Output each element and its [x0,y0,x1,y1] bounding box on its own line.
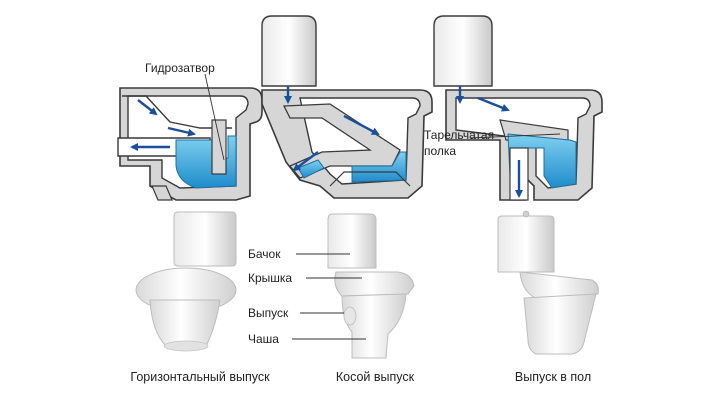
caption-floor: Выпуск в пол [515,370,591,384]
horizontal-flow-arrow-2 [167,126,196,137]
horizontal-toilet-pedestal [149,299,221,347]
floor-toilet-bowl [523,293,597,355]
water-seal-label: Гидрозатвор [145,61,215,75]
floor-toilet-tank [497,215,555,273]
toilet-oblique: Бачок Крышка Выпуск Чаша [248,213,415,359]
lid-label: Крышка [248,271,292,285]
oblique-tank [261,15,317,87]
outlet-label: Выпуск [248,306,289,320]
horizontal-water [175,135,237,189]
water-seal-leader [204,73,225,161]
floor-tank [433,15,493,87]
horizontal-trap-wall [211,119,227,175]
section-oblique-outlet [261,15,433,199]
oblique-flow-arrow-2 [343,114,380,136]
horizontal-foot [151,185,173,201]
toilet-floor [497,210,599,355]
shelf-label-line2: полка [424,144,456,158]
floor-toilet-button [522,210,530,218]
horizontal-toilet-foot [163,340,209,352]
floor-toilet-lid [519,271,599,301]
oblique-water-outlet [297,159,325,179]
oblique-water [351,151,407,183]
oblique-toilet-bowl [341,293,407,359]
oblique-toilet-outlet [343,306,357,326]
section-horizontal-outlet: Гидрозатвор [117,61,263,201]
oblique-toilet-tank [327,213,377,269]
oblique-siphon [282,103,401,179]
oblique-base [329,171,411,187]
oblique-toilet-lid [334,271,415,297]
section-floor-outlet: Тарельчатая полка [424,15,603,201]
floor-flow-arrow-2 [477,96,510,112]
oblique-flow-arrow-3 [292,151,319,172]
horizontal-rim-channel [122,95,232,129]
horizontal-toilet-tank [173,211,237,267]
tank-label: Бачок [248,247,281,261]
caption-horizontal: Горизонтальный выпуск [130,370,270,384]
bowl-label: Чаша [248,332,279,346]
caption-oblique: Косой выпуск [336,370,415,384]
shelf-leader [469,133,561,139]
toilet-horizontal [135,211,237,352]
horizontal-flow-arrow-1 [137,99,158,116]
shelf-label-line1: Тарельчатая [424,128,494,142]
